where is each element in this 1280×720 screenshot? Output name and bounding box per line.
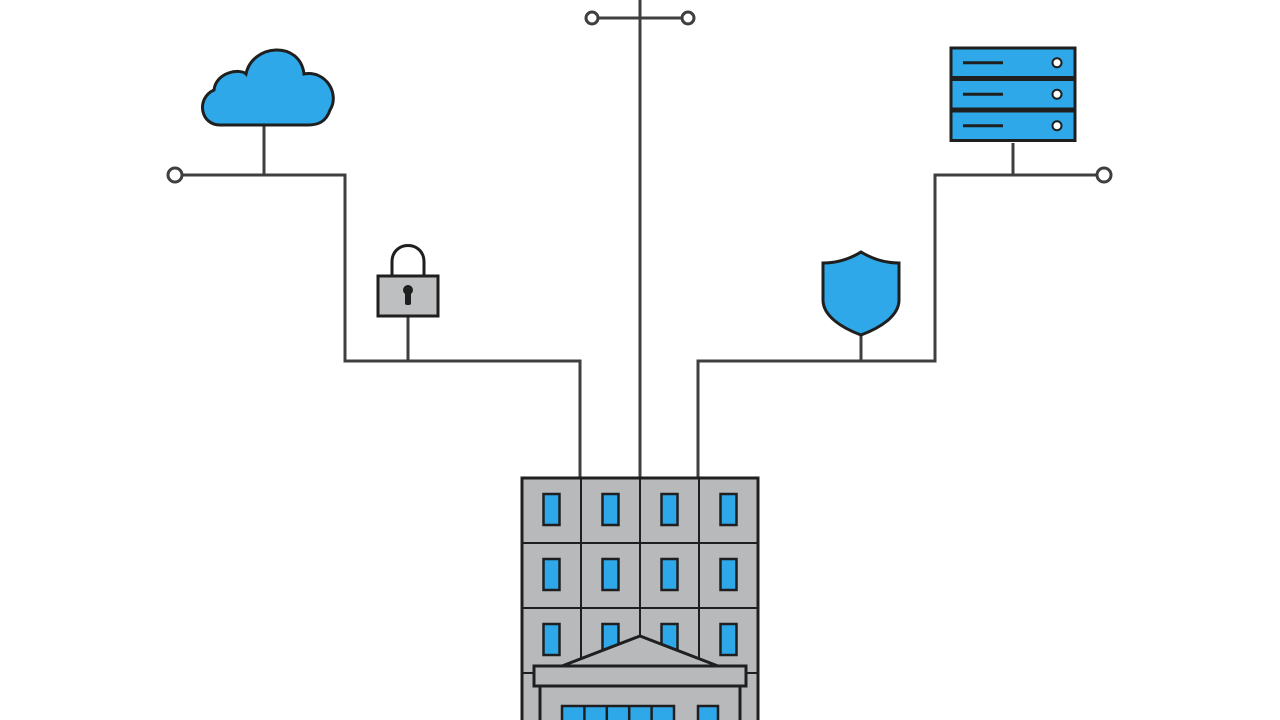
building-side-window: [696, 704, 720, 720]
office-building-icon: [520, 476, 760, 720]
server-unit: [949, 46, 1077, 79]
connector-right: [696, 173, 1104, 478]
building-window: [542, 622, 561, 657]
building-window: [542, 557, 561, 592]
building-entablature: [532, 664, 748, 688]
connector-lines: [175, 0, 1104, 478]
shield-icon: [821, 250, 901, 337]
server-unit: [949, 109, 1077, 142]
padlock-icon: [376, 244, 440, 318]
building-entrance: [560, 704, 676, 720]
building-window: [601, 492, 620, 527]
building-window: [542, 492, 561, 527]
node-antenna-left: [584, 10, 600, 26]
building-window: [719, 492, 738, 527]
building-window: [601, 557, 620, 592]
node-left-end: [166, 166, 184, 184]
server-unit: [949, 78, 1077, 111]
cloud-icon: [201, 48, 335, 127]
terminal-nodes: [166, 10, 1113, 184]
building-window: [719, 557, 738, 592]
node-antenna-right: [680, 10, 696, 26]
building-window: [660, 492, 679, 527]
connector-left: [175, 173, 582, 478]
building-window: [660, 557, 679, 592]
server-rack-icon: [949, 46, 1077, 142]
node-right-end: [1095, 166, 1113, 184]
building-window: [719, 622, 738, 657]
